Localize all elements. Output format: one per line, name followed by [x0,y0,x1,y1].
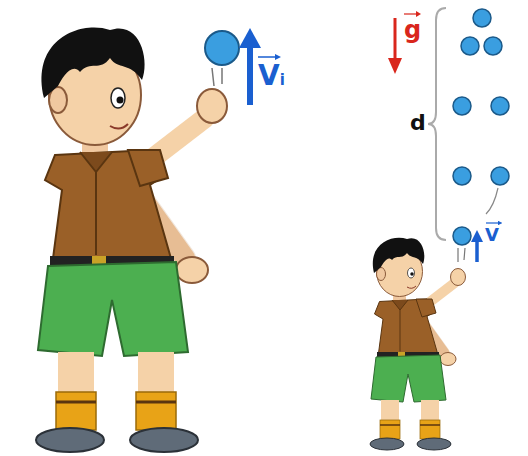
boy-figure [370,238,466,450]
velocity-label: V [485,226,499,244]
boy-figure [36,28,227,452]
velocity-label: Vi [258,62,285,90]
distance-label: d [410,112,426,134]
ball [205,31,239,65]
gravity-label: g [404,18,421,42]
ball-positions [453,9,509,245]
bracket [428,8,446,240]
